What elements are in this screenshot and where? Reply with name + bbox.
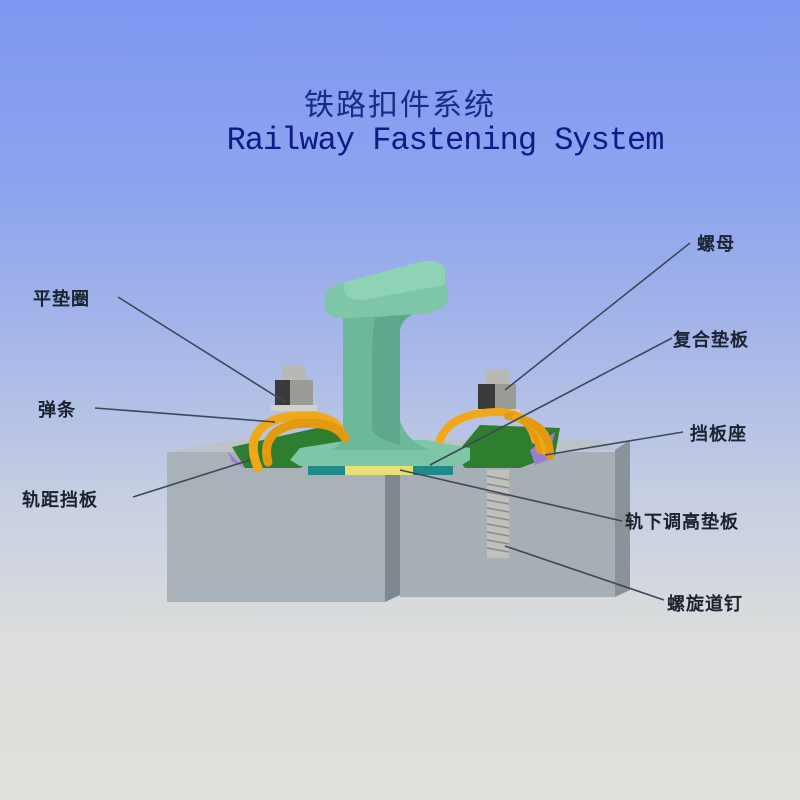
label-composite-pad: 复合垫板	[673, 330, 749, 351]
screw-spike	[486, 470, 510, 558]
label-baffle-seat: 挡板座	[690, 424, 747, 445]
label-gauge-baffle: 轨距挡板	[22, 490, 98, 511]
elastic-clip-right	[436, 407, 554, 460]
elastic-clip-left	[248, 411, 350, 473]
label-screw-spike: 螺旋道钉	[667, 594, 743, 615]
rail	[290, 261, 470, 466]
bolt-nut-left	[271, 366, 317, 411]
height-adjust-pad	[345, 465, 413, 475]
label-under-rail-pad: 轨下调高垫板	[625, 512, 739, 533]
concrete-sleeper-left	[167, 440, 400, 602]
leader-lines	[94, 242, 691, 601]
leader-nut	[504, 242, 691, 391]
label-nut: 螺母	[697, 234, 735, 255]
leader-gauge-baffle	[132, 459, 251, 498]
leader-screw-spike	[504, 545, 665, 601]
leader-under-rail-pad	[399, 469, 623, 522]
label-flat-washer: 平垫圈	[33, 289, 90, 310]
title-english: Railway Fastening System	[226, 122, 665, 159]
leader-composite-pad	[429, 337, 673, 466]
title-chinese: 铁路扣件系统	[304, 88, 496, 123]
flat-washer-left	[271, 405, 317, 411]
label-elastic-clip: 弹条	[38, 400, 76, 421]
leader-elastic-clip	[94, 407, 276, 423]
leader-flat-washer	[117, 296, 286, 403]
leader-baffle-seat	[544, 431, 684, 456]
gauge-baffle-left	[228, 425, 350, 468]
